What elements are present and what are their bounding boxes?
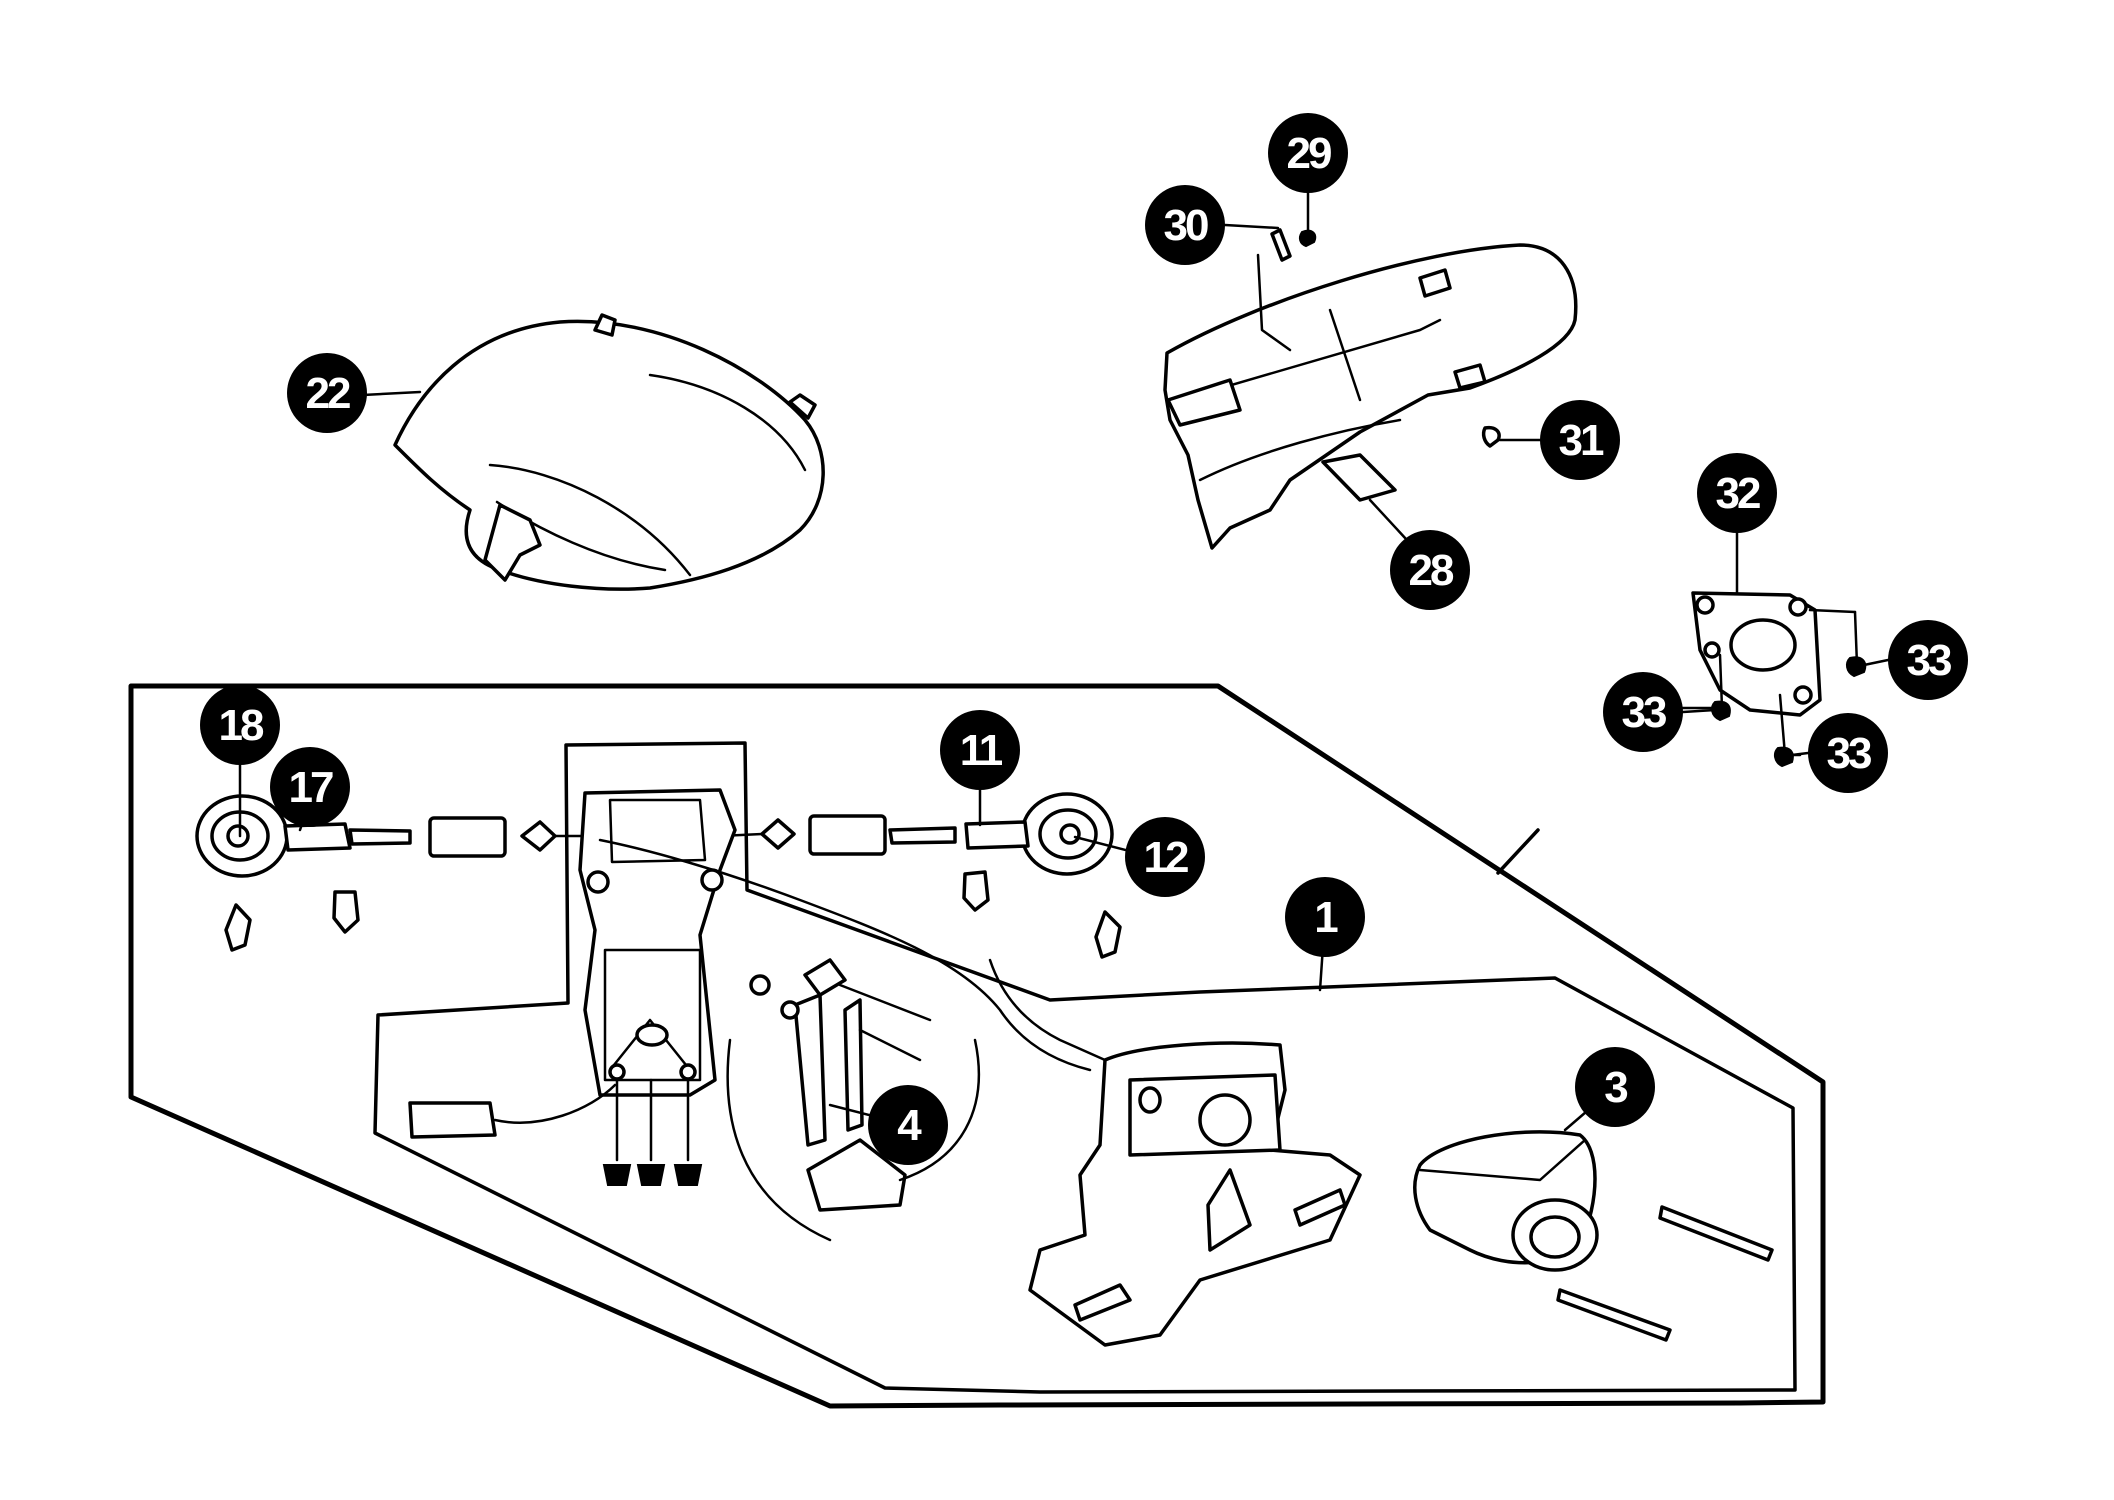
callout-30-label: 30 — [1164, 201, 1208, 250]
callout-4-label: 4 — [897, 1101, 922, 1150]
nut-right-1 — [962, 870, 990, 912]
callout-1: 1 — [1285, 877, 1365, 957]
leader-slash — [1496, 828, 1540, 875]
nut-left-1 — [224, 903, 252, 952]
reflector-bracket — [726, 958, 980, 1242]
callout-33-bottom-label: 33 — [1827, 729, 1871, 778]
callout-31-label: 31 — [1559, 416, 1604, 465]
tail-light-lens — [1413, 1130, 1599, 1272]
callout-31: 31 — [1540, 400, 1620, 480]
plate-bracket-housing — [1163, 243, 1578, 550]
callout-11-label: 11 — [960, 726, 1003, 775]
callout-12-label: 12 — [1144, 833, 1188, 882]
right-turn-signal — [760, 792, 1114, 876]
kit-outline — [128, 683, 1826, 1409]
callout-3: 3 — [1575, 1047, 1655, 1127]
callout-12: 12 — [1125, 817, 1205, 897]
leader-lines — [238, 158, 1859, 1132]
left-turn-signal — [195, 794, 557, 878]
callout-11: 11 — [940, 710, 1020, 790]
screw-29 — [1298, 229, 1317, 248]
wire-connector — [408, 1101, 497, 1139]
callout-4: 4 — [868, 1085, 948, 1165]
center-bracket — [578, 788, 737, 1097]
callout-18-label: 18 — [219, 701, 264, 750]
callout-18: 18 — [200, 685, 280, 765]
callout-33-right-label: 33 — [1907, 636, 1951, 685]
rear-fender — [393, 313, 825, 591]
tail-light-bracket — [988, 958, 1362, 1347]
mounting-plate — [1691, 591, 1822, 717]
screw-30 — [1270, 228, 1292, 262]
callout-32-label: 32 — [1716, 469, 1760, 518]
callout-29: 29 — [1268, 113, 1348, 193]
kit-inner-tray — [373, 741, 1797, 1394]
callout-17-label: 17 — [289, 763, 333, 812]
callout-28: 28 — [1390, 530, 1470, 610]
callout-29-label: 29 — [1287, 129, 1331, 178]
bolt-33-a — [1845, 656, 1867, 678]
callout-17: 17 — [270, 747, 350, 827]
lens-screw-2 — [1556, 1288, 1672, 1342]
callout-3-label: 3 — [1604, 1063, 1627, 1112]
callout-33-bottom: 33 — [1808, 713, 1888, 793]
leader-33-bottom — [1790, 751, 1810, 757]
callout-28-label: 28 — [1409, 546, 1454, 595]
lens-screw-1 — [1658, 1205, 1774, 1262]
nut-left-2 — [332, 890, 360, 934]
callout-30: 30 — [1145, 185, 1225, 265]
callout-1-label: 1 — [1314, 893, 1338, 942]
callout-32: 32 — [1697, 453, 1777, 533]
callout-22-label: 22 — [306, 369, 350, 418]
connector-wire — [493, 1083, 617, 1124]
leader-33-right — [1862, 658, 1890, 667]
callout-33-left: 33 — [1603, 672, 1683, 752]
callout-33-left-label: 33 — [1622, 688, 1666, 737]
screw-31 — [1481, 425, 1501, 448]
wiring-harness — [598, 838, 1092, 1072]
nut-right-2 — [1094, 910, 1122, 959]
leader-33-left — [1681, 708, 1717, 714]
bolt-33-c — [1773, 746, 1794, 768]
bracket-bolts — [602, 1078, 703, 1186]
callout-33-right: 33 — [1888, 620, 1968, 700]
callout-22: 22 — [287, 353, 367, 433]
